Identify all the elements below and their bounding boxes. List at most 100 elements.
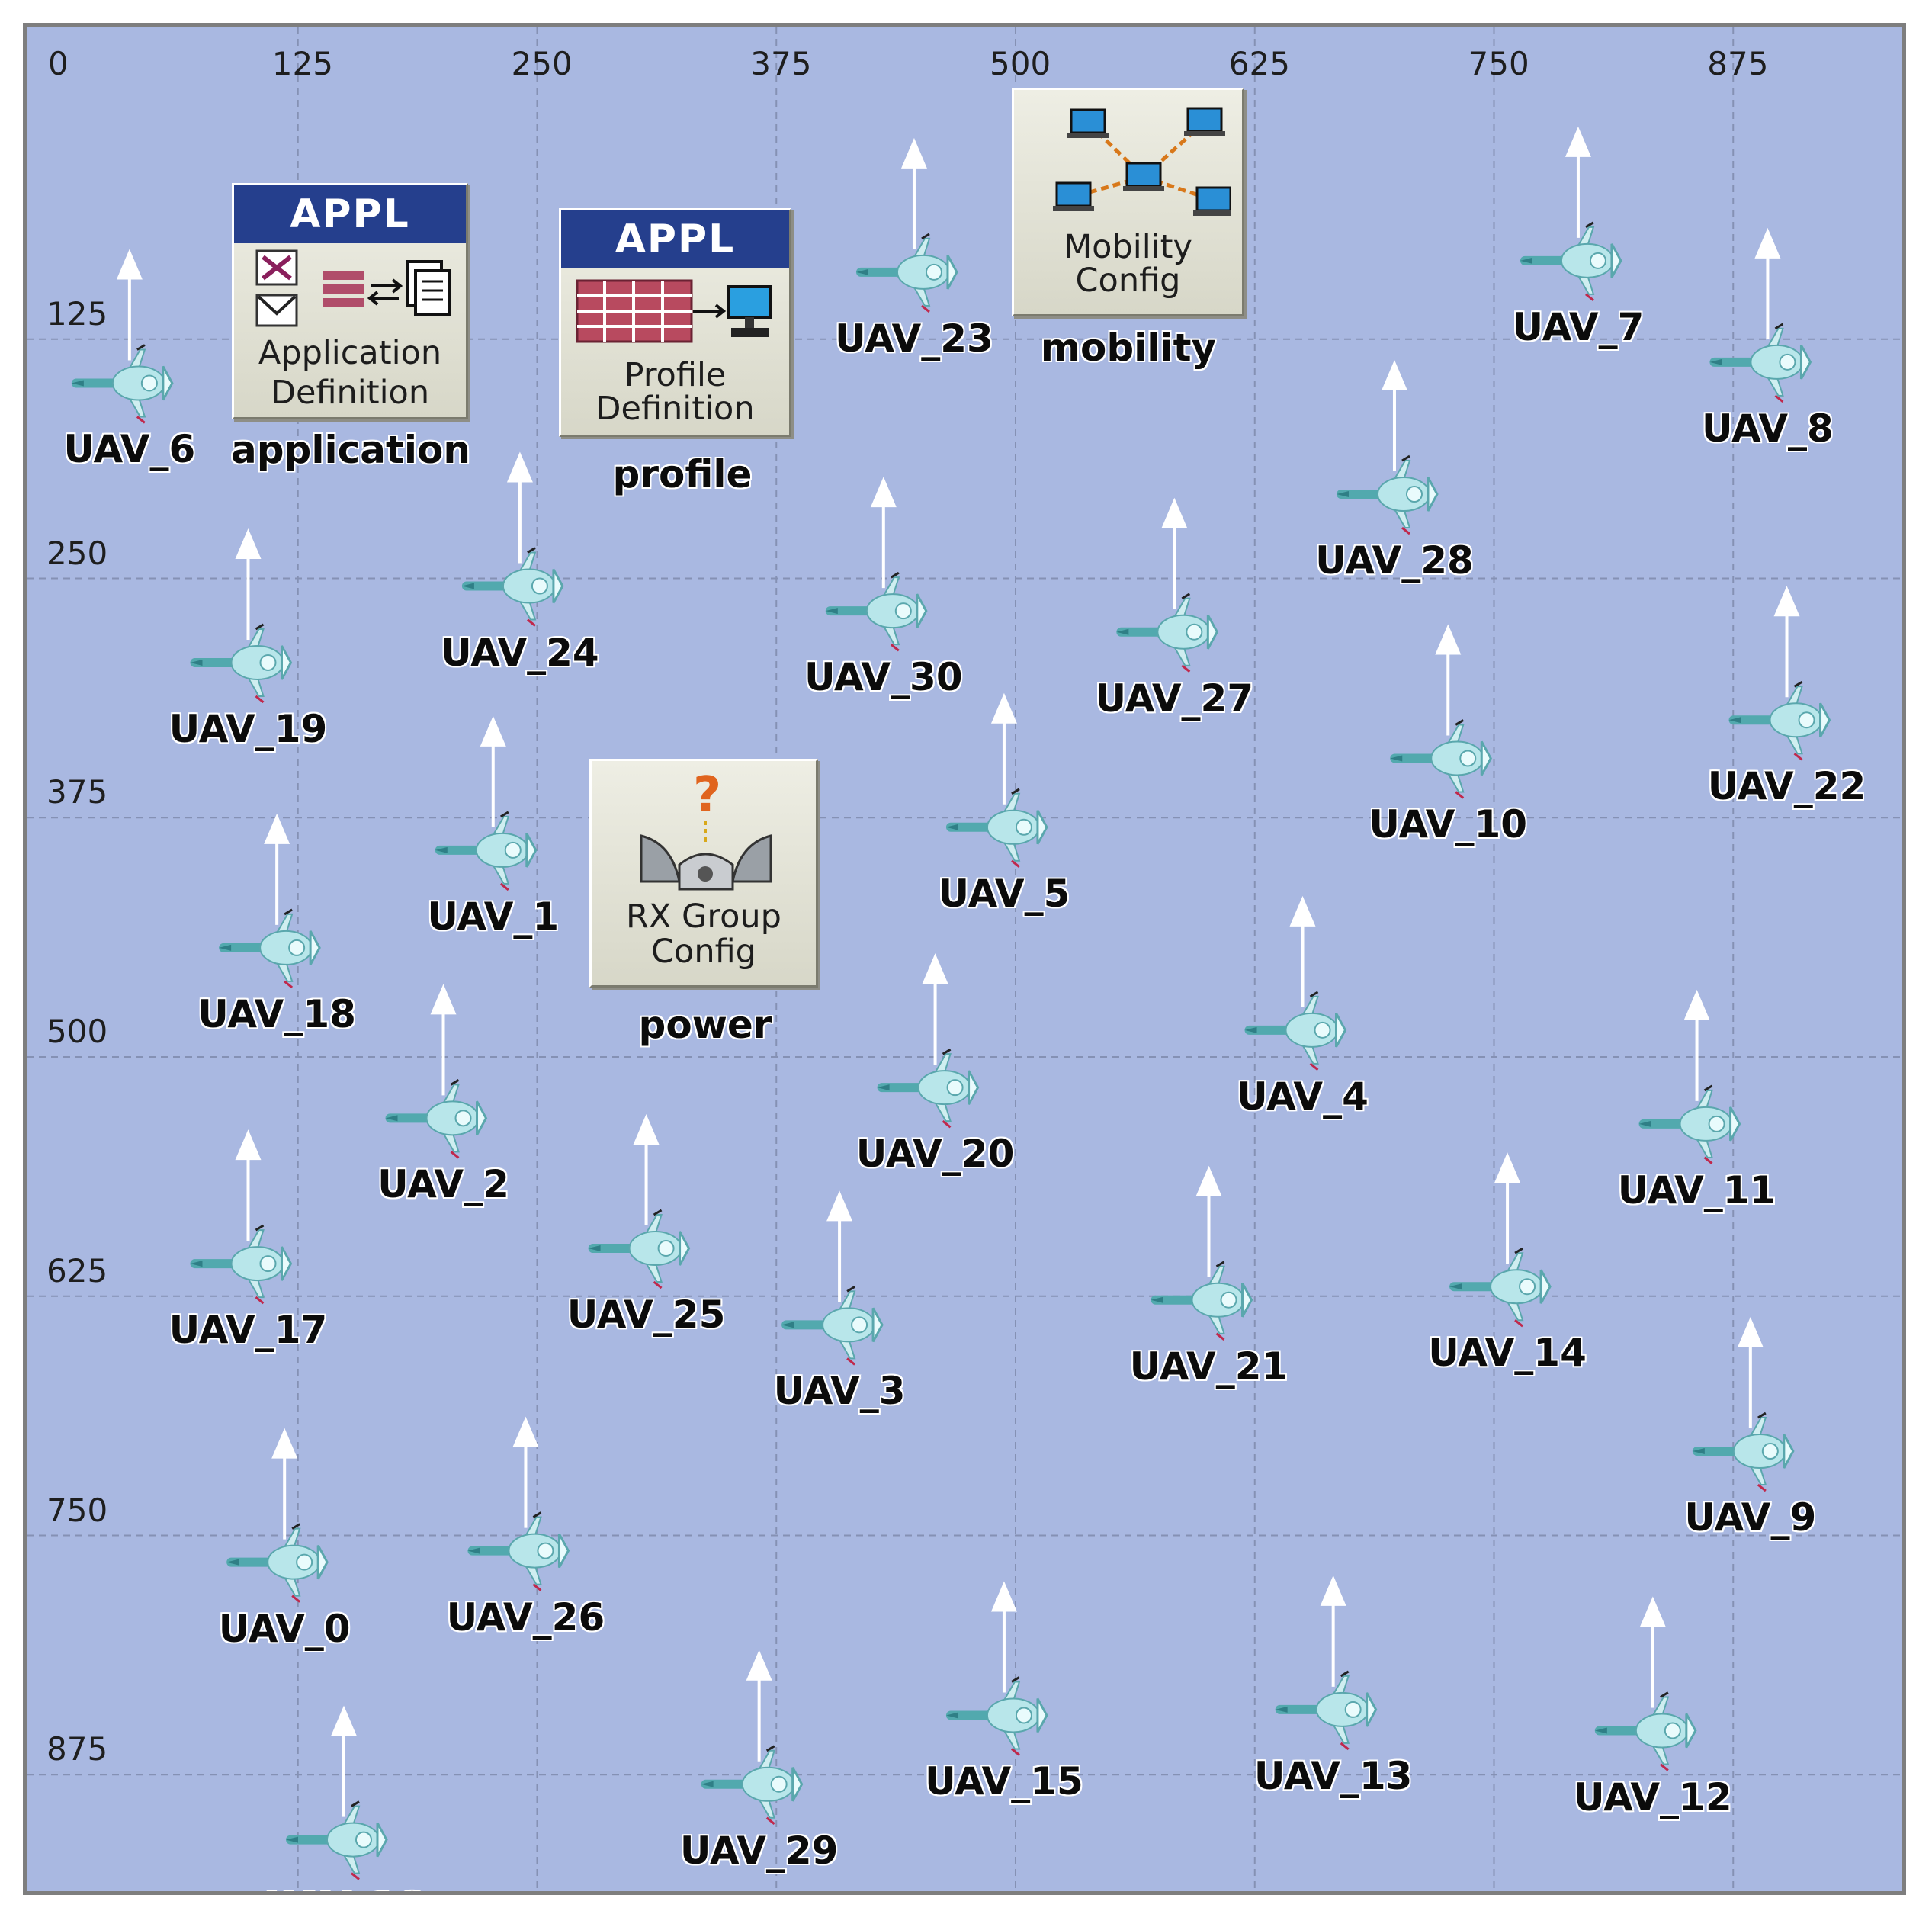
uav-icon[interactable] <box>1692 1412 1795 1492</box>
trajectory-arrow[interactable] <box>1161 497 1188 609</box>
uav-icon[interactable] <box>1151 1261 1253 1341</box>
y-tick-label: 125 <box>47 294 108 332</box>
trajectory-arrow[interactable] <box>1754 227 1781 339</box>
uav-icon[interactable] <box>285 1800 388 1880</box>
trajectory-arrow[interactable] <box>235 1129 262 1241</box>
mobility-name-label: mobility <box>1040 326 1217 370</box>
power-line2: Config <box>651 933 756 971</box>
uav-icon[interactable] <box>945 1676 1048 1756</box>
trajectory-arrow[interactable] <box>1494 1152 1521 1264</box>
trajectory-arrow[interactable] <box>480 715 506 827</box>
trajectory-arrow[interactable] <box>1381 360 1407 472</box>
uav-icon[interactable] <box>1390 719 1492 799</box>
trajectory-arrow[interactable] <box>430 984 457 1096</box>
trajectory-arrow[interactable] <box>990 692 1017 805</box>
uav-name-label: UAV_24 <box>441 630 599 675</box>
trajectory-arrow[interactable] <box>512 1416 539 1528</box>
application-config-icon <box>255 249 451 327</box>
uav-name-label: UAV_12 <box>1574 1774 1732 1819</box>
uav-icon[interactable] <box>71 344 174 424</box>
y-tick-label: 250 <box>47 534 108 572</box>
uav-icon[interactable] <box>1336 454 1439 535</box>
trajectory-arrow[interactable] <box>264 813 290 925</box>
trajectory-arrow[interactable] <box>1195 1165 1222 1277</box>
application-config-object[interactable]: APPL Application Definition <box>232 183 468 419</box>
uav-icon[interactable] <box>701 1745 804 1825</box>
trajectory-arrow[interactable] <box>235 528 262 640</box>
trajectory-arrow[interactable] <box>990 1581 1017 1693</box>
uav-icon[interactable] <box>385 1079 488 1159</box>
trajectory-arrow[interactable] <box>1639 1596 1666 1708</box>
uav-icon[interactable] <box>219 908 321 989</box>
uav-icon[interactable] <box>1244 991 1347 1071</box>
trajectory-arrow[interactable] <box>116 249 143 361</box>
trajectory-arrows <box>116 126 1800 1817</box>
profile-config-icon <box>576 279 772 343</box>
uav-name-label: UAV_18 <box>197 991 356 1036</box>
uav-icon[interactable] <box>877 1048 980 1129</box>
trajectory-arrow[interactable] <box>746 1649 772 1762</box>
uav-node-group <box>71 221 1831 1880</box>
profile-line1: Profile <box>624 356 727 394</box>
trajectory-arrow[interactable] <box>1435 624 1462 736</box>
trajectory-arrow[interactable] <box>1320 1575 1346 1687</box>
trajectory-arrow[interactable] <box>1565 126 1591 238</box>
power-config-object[interactable]: ? RX Group Config <box>589 759 818 988</box>
uav-name-label: UAV_21 <box>1129 1344 1289 1389</box>
mobility-config-object[interactable]: Mobility Config <box>1012 88 1244 316</box>
uav-icon[interactable] <box>1449 1247 1552 1328</box>
uav-icon[interactable] <box>1638 1084 1741 1165</box>
uav-icon[interactable] <box>945 788 1048 868</box>
trajectory-arrow[interactable] <box>900 137 927 249</box>
network-workspace[interactable]: 012525037550062575087510 125250375500625… <box>23 23 1906 1895</box>
trajectory-arrow[interactable] <box>330 1705 357 1817</box>
uav-name-label: UAV_5 <box>938 871 1070 916</box>
uav-icon[interactable] <box>1520 221 1622 302</box>
uav-name-label: UAV_13 <box>1253 1753 1413 1798</box>
uav-icon[interactable] <box>1116 593 1219 673</box>
y-tick-label: 625 <box>47 1251 108 1289</box>
trajectory-arrow[interactable] <box>870 477 897 589</box>
uav-icon[interactable] <box>1594 1691 1697 1771</box>
uav-name-label: UAV_7 <box>1512 304 1645 349</box>
uav-icon[interactable] <box>467 1511 570 1591</box>
uav-name-label: UAV_15 <box>925 1759 1083 1804</box>
trajectory-arrow[interactable] <box>271 1428 298 1540</box>
uav-name-label: UAV_9 <box>1684 1495 1817 1540</box>
x-tick-label: 750 <box>1468 45 1529 82</box>
uav-icon[interactable] <box>226 1523 329 1603</box>
uav-icon[interactable] <box>781 1286 884 1366</box>
uav-icon[interactable] <box>435 811 538 891</box>
trajectory-arrow[interactable] <box>506 451 533 564</box>
uav-name-label: UAV_20 <box>855 1132 1015 1177</box>
uav-name-label: UAV_6 <box>63 427 196 472</box>
uav-icon[interactable] <box>190 623 293 704</box>
uav-name-label: UAV_16 <box>265 1884 423 1891</box>
uav-icon[interactable] <box>1275 1670 1378 1751</box>
y-tick-label: 500 <box>47 1013 108 1050</box>
trajectory-arrow[interactable] <box>1289 895 1316 1007</box>
uav-name-label: UAV_26 <box>446 1595 605 1640</box>
uav-name-label: UAV_29 <box>679 1828 839 1873</box>
trajectory-arrow[interactable] <box>826 1190 853 1302</box>
uav-icon[interactable] <box>855 233 958 313</box>
application-name-label: application <box>231 428 470 472</box>
uav-name-label: UAV_28 <box>1315 538 1474 583</box>
uav-name-label: UAV_14 <box>1428 1331 1587 1376</box>
trajectory-arrow[interactable] <box>1737 1317 1764 1429</box>
uav-icon[interactable] <box>1709 323 1812 403</box>
trajectory-arrow[interactable] <box>1773 586 1800 698</box>
trajectory-arrow[interactable] <box>633 1114 660 1225</box>
uav-name-label: UAV_1 <box>427 894 560 939</box>
profile-config-object[interactable]: APPL Profile Definition <box>559 208 791 437</box>
uav-icon[interactable] <box>190 1224 293 1305</box>
trajectory-arrow[interactable] <box>1683 989 1710 1101</box>
uav-icon[interactable] <box>825 571 928 652</box>
trajectory-arrow[interactable] <box>922 953 948 1065</box>
uav-icon[interactable] <box>588 1209 691 1289</box>
uav-icon[interactable] <box>1728 680 1831 761</box>
uav-name-label: UAV_25 <box>566 1293 726 1337</box>
application-header: APPL <box>234 185 466 243</box>
uav-icon[interactable] <box>461 547 564 627</box>
workspace-canvas <box>27 27 1902 1891</box>
